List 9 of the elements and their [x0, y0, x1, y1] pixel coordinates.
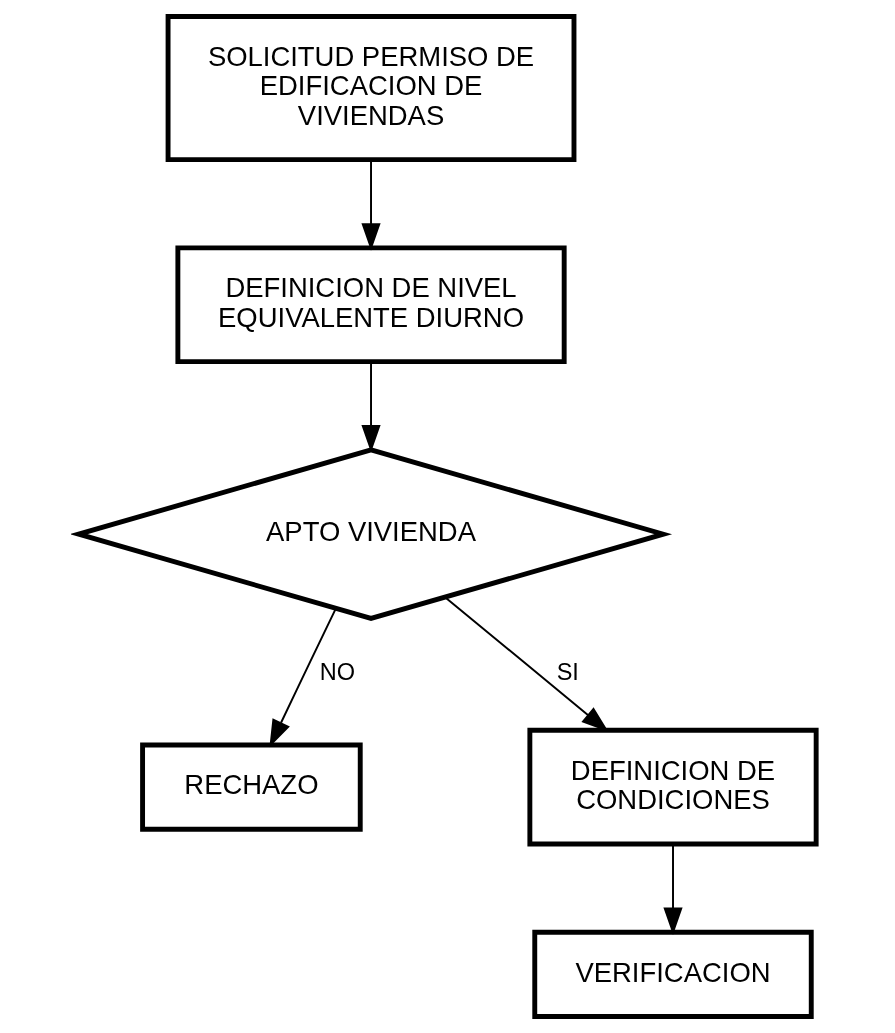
edge-label: SI: [556, 659, 579, 686]
node-box: DEFINICION DE NIVEL EQUIVALENTE DIURNO: [175, 245, 567, 365]
node-box: RECHAZO: [140, 742, 363, 832]
edge-label: NO: [319, 659, 355, 686]
arrow: [663, 843, 683, 935]
node-box: VERIFICACION: [532, 929, 814, 1019]
node-box: SOLICITUD PERMISO DE EDIFICACION DE VIVIENDAS: [165, 14, 577, 163]
node-diamond: APTO VIVIENDA: [71, 447, 673, 621]
node-box: DEFINICION DE CONDICIONES: [527, 727, 819, 847]
